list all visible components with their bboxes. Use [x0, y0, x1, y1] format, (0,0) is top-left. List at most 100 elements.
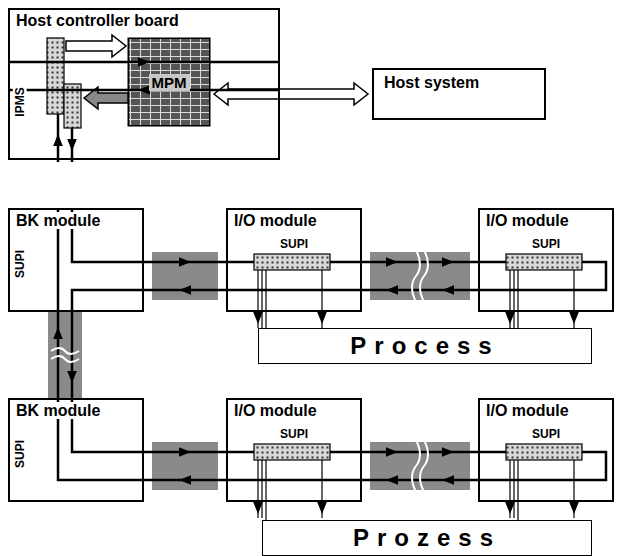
node-label: SUPI	[278, 237, 310, 251]
signal-wire	[513, 270, 514, 328]
text-holder: SUPI	[11, 236, 29, 292]
break-mark	[420, 250, 428, 302]
signal-wire	[517, 460, 518, 500]
node-label: SUPI	[278, 427, 310, 441]
process-band: Process	[258, 328, 592, 364]
text-holder: SUPI	[11, 426, 29, 482]
vertical-label: IPMS	[13, 87, 27, 116]
vertical-label: SUPI	[13, 440, 27, 468]
host-system-box: Host system	[372, 68, 546, 120]
bus-arrow	[214, 83, 368, 105]
arrow-head	[179, 475, 191, 485]
break-mark	[420, 440, 428, 492]
bk-module: BK moduleSUPI	[8, 398, 144, 502]
arrow-head	[505, 312, 515, 324]
text-holder: Prozess	[263, 521, 591, 555]
signal-wire	[517, 270, 518, 310]
signal-wire	[513, 460, 514, 518]
signal-wire	[517, 502, 518, 520]
connector	[144, 442, 226, 490]
arrow-head	[67, 139, 77, 151]
signal-wire	[265, 502, 266, 520]
signal-wire	[517, 312, 518, 328]
ring-cable	[152, 252, 218, 300]
arrow-head	[53, 327, 63, 339]
connector	[8, 57, 280, 95]
controller-board: Host controller boardIPMS MPM	[8, 8, 280, 160]
io-module: I/O moduleSUPI	[226, 208, 362, 312]
arrow-head	[505, 502, 515, 514]
ring-cable	[152, 442, 218, 490]
node-label: SUPI	[530, 427, 562, 441]
memory-module: MPM	[128, 38, 210, 126]
ring-line	[226, 289, 362, 292]
arrow-head	[386, 475, 398, 485]
arrow-head	[442, 285, 454, 295]
ring-cable	[288, 52, 289, 100]
node-title: BK module	[14, 212, 102, 229]
arrow-head	[569, 312, 579, 324]
connector	[362, 440, 478, 492]
node-title: I/O module	[484, 402, 571, 419]
signal-wire	[265, 312, 266, 328]
arrow-head	[253, 312, 263, 324]
text-holder: I/O module	[232, 212, 319, 230]
supi-connector	[254, 444, 330, 460]
signal-wire	[261, 460, 262, 518]
arrow-head	[317, 502, 327, 514]
connector	[518, 312, 519, 328]
arrow-head	[442, 447, 454, 457]
text-holder: I/O module	[484, 402, 571, 420]
break-mark	[412, 250, 420, 302]
arrow-head	[442, 257, 454, 267]
io-module: I/O moduleSUPI	[478, 398, 614, 502]
node-label: SUPI	[530, 237, 562, 251]
connector	[48, 312, 82, 398]
arrow-head	[253, 502, 263, 514]
connector	[214, 83, 368, 105]
text-holder: Process	[259, 329, 591, 363]
arrow-head	[138, 57, 150, 67]
ring-line	[72, 290, 144, 312]
text-holder: I/O module	[232, 402, 319, 420]
node-title: MPM	[149, 74, 190, 91]
arrow-head	[386, 285, 398, 295]
text-holder: SUPI	[480, 237, 612, 251]
io-module: I/O moduleSUPI	[226, 398, 362, 502]
node-title: Host system	[382, 74, 481, 91]
break-mark	[51, 356, 79, 362]
node-title: Process	[350, 332, 499, 360]
node-title: I/O module	[232, 402, 319, 419]
arrow-head	[67, 371, 77, 383]
data-arrow	[66, 35, 126, 57]
io-module: I/O moduleSUPI	[478, 208, 614, 312]
bk-module: BK moduleSUPI	[8, 208, 144, 312]
text-holder: I/O module	[484, 212, 571, 230]
text-holder: SUPI	[480, 427, 612, 441]
text-holder: BK module	[14, 212, 102, 230]
text-holder: IPMS	[11, 74, 29, 130]
text-holder: SUPI	[228, 237, 360, 251]
arrow-head	[179, 285, 191, 295]
text-holder: SUPI	[228, 427, 360, 441]
signal-wire	[261, 270, 262, 328]
vertical-label: SUPI	[13, 250, 27, 278]
arrow-head	[386, 257, 398, 267]
connector	[144, 252, 226, 300]
signal-wire	[265, 270, 266, 310]
node-title: I/O module	[484, 212, 571, 229]
node-title: Prozess	[353, 524, 501, 552]
arrow-head	[569, 502, 579, 514]
arrow-head	[317, 312, 327, 324]
connector	[518, 502, 519, 520]
connector	[362, 250, 478, 302]
arrow-head	[179, 447, 191, 457]
connector-module	[47, 38, 64, 114]
ring-line	[226, 479, 362, 482]
arrow-head	[442, 475, 454, 485]
text-holder: Host controller board	[14, 12, 181, 30]
memory-grid	[128, 38, 210, 126]
break-mark	[412, 440, 420, 492]
node-title: BK module	[14, 402, 102, 419]
arrow-head	[179, 257, 191, 267]
